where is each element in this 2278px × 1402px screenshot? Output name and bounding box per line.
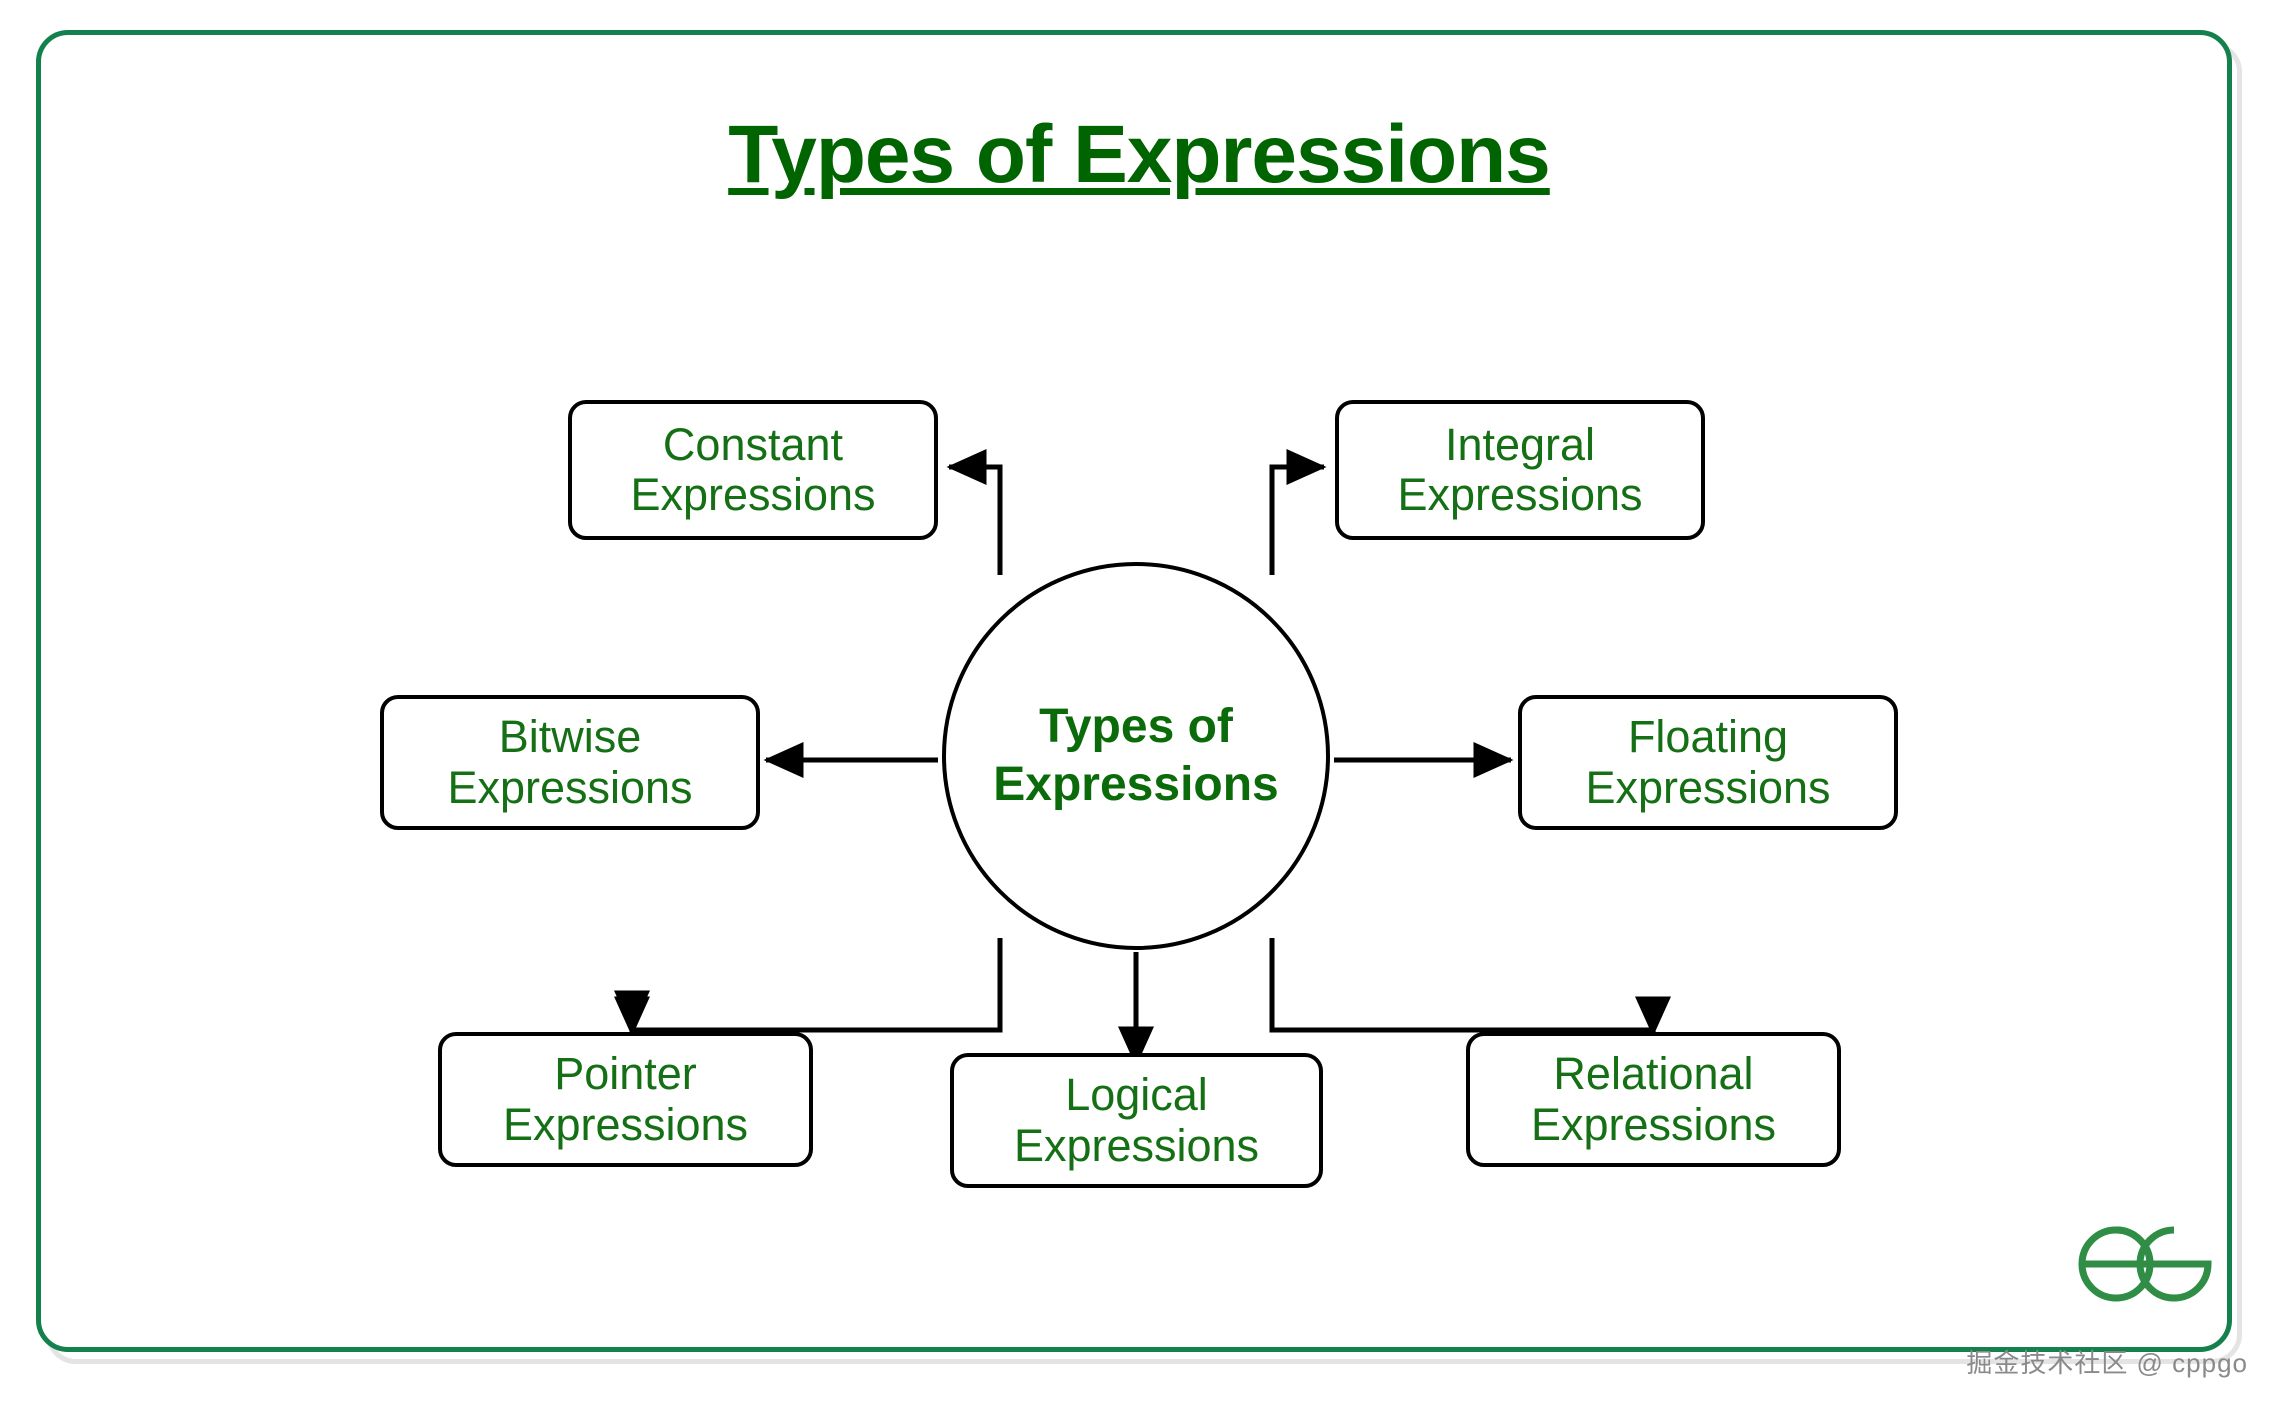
node-floating-line1: Floating (1627, 711, 1789, 763)
geeksforgeeks-logo (2078, 1226, 2212, 1302)
node-integral-expressions[interactable]: Integral Expressions (1335, 400, 1705, 540)
connector-center-to-constant (946, 449, 1003, 575)
node-bitwise-line1: Bitwise (498, 711, 642, 763)
node-constant-line2: Expressions (630, 469, 876, 520)
node-relational-line2: Expressions (1530, 1098, 1777, 1150)
node-pointer-line1: Pointer (554, 1048, 697, 1100)
node-pointer-line2: Expressions (502, 1098, 749, 1150)
node-integral-line1: Integral (1444, 418, 1596, 470)
node-logical-line2: Expressions (1013, 1119, 1260, 1171)
page-title: Types of Expressions (728, 109, 1551, 200)
node-floating-expressions[interactable]: Floating Expressions (1518, 695, 1898, 830)
node-pointer-expressions[interactable]: Pointer Expressions (438, 1032, 813, 1167)
connector-center-to-integral (1269, 449, 1327, 575)
node-floating-line2: Expressions (1585, 761, 1831, 813)
node-relational-line1: Relational (1553, 1048, 1754, 1100)
node-bitwise-expressions[interactable]: Bitwise Expressions (380, 695, 760, 830)
node-logical-expressions[interactable]: Logical Expressions (950, 1053, 1323, 1188)
node-logical-line1: Logical (1065, 1069, 1208, 1121)
node-bitwise-line2: Expressions (447, 761, 693, 813)
center-label-line1: Types of (1039, 700, 1233, 754)
node-constant-line1: Constant (662, 418, 844, 470)
connector-stub-a (614, 938, 1003, 1033)
node-constant-expressions[interactable]: Constant Expressions (568, 400, 938, 540)
node-relational-expressions[interactable]: Relational Expressions (1466, 1032, 1841, 1167)
center-node-types-of-expressions[interactable]: Types of Expressions (942, 562, 1330, 950)
center-label-line2: Expressions (993, 758, 1279, 811)
watermark-text: 掘金技术社区 @ cppgo (1966, 1348, 2248, 1378)
node-integral-line2: Expressions (1397, 469, 1643, 520)
connector-stub-b (1269, 938, 1671, 1066)
